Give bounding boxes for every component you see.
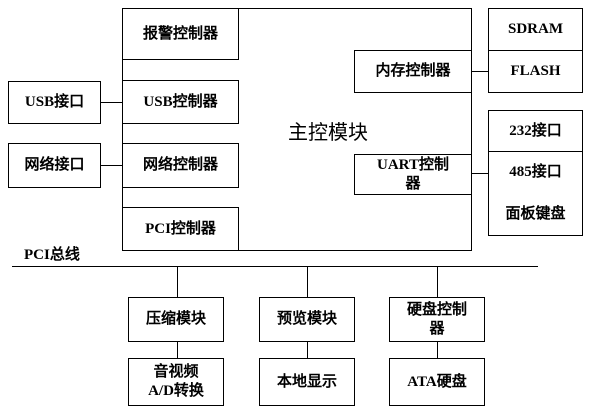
ata-hdd-box: ATA硬盘 xyxy=(389,358,485,406)
memory-link-line xyxy=(472,71,488,72)
panel-keyboard-box: 面板键盘 xyxy=(488,193,583,236)
uart-link-line xyxy=(472,173,488,174)
pci-controller-box: PCI控制器 xyxy=(122,207,239,251)
usb-port-box: USB接口 xyxy=(8,81,101,124)
bus-drop-preview xyxy=(307,266,308,297)
preview-module-box: 预览模块 xyxy=(259,297,355,342)
port-485-box: 485接口 xyxy=(488,151,583,194)
pci-bus-line xyxy=(12,266,538,267)
hdd-controller-box: 硬盘控制器 xyxy=(389,297,485,342)
network-link-line xyxy=(101,165,122,166)
preview-to-display-line xyxy=(307,342,308,358)
network-controller-box: 网络控制器 xyxy=(122,143,239,188)
pci-bus-label: PCI总线 xyxy=(24,247,80,263)
sdram-box: SDRAM xyxy=(488,8,583,51)
bus-drop-compression xyxy=(177,266,178,297)
local-display-box: 本地显示 xyxy=(259,358,355,406)
network-port-box: 网络接口 xyxy=(8,143,101,188)
main-module-title: 主控模块 xyxy=(288,122,368,144)
bus-drop-hdd xyxy=(437,266,438,297)
uart-controller-box: UART控制器 xyxy=(354,154,472,195)
hdd-ctrl-to-ata-line xyxy=(437,342,438,358)
usb-controller-box: USB控制器 xyxy=(122,80,239,124)
port-232-box: 232接口 xyxy=(488,110,583,152)
memory-controller-box: 内存控制器 xyxy=(354,50,472,93)
usb-link-line xyxy=(101,102,122,103)
av-ad-converter-box: 音视频A/D转换 xyxy=(128,358,224,406)
compression-to-ad-line xyxy=(177,342,178,358)
compression-module-box: 压缩模块 xyxy=(128,297,224,342)
flash-box: FLASH xyxy=(488,50,583,93)
alarm-controller-box: 报警控制器 xyxy=(122,8,239,60)
